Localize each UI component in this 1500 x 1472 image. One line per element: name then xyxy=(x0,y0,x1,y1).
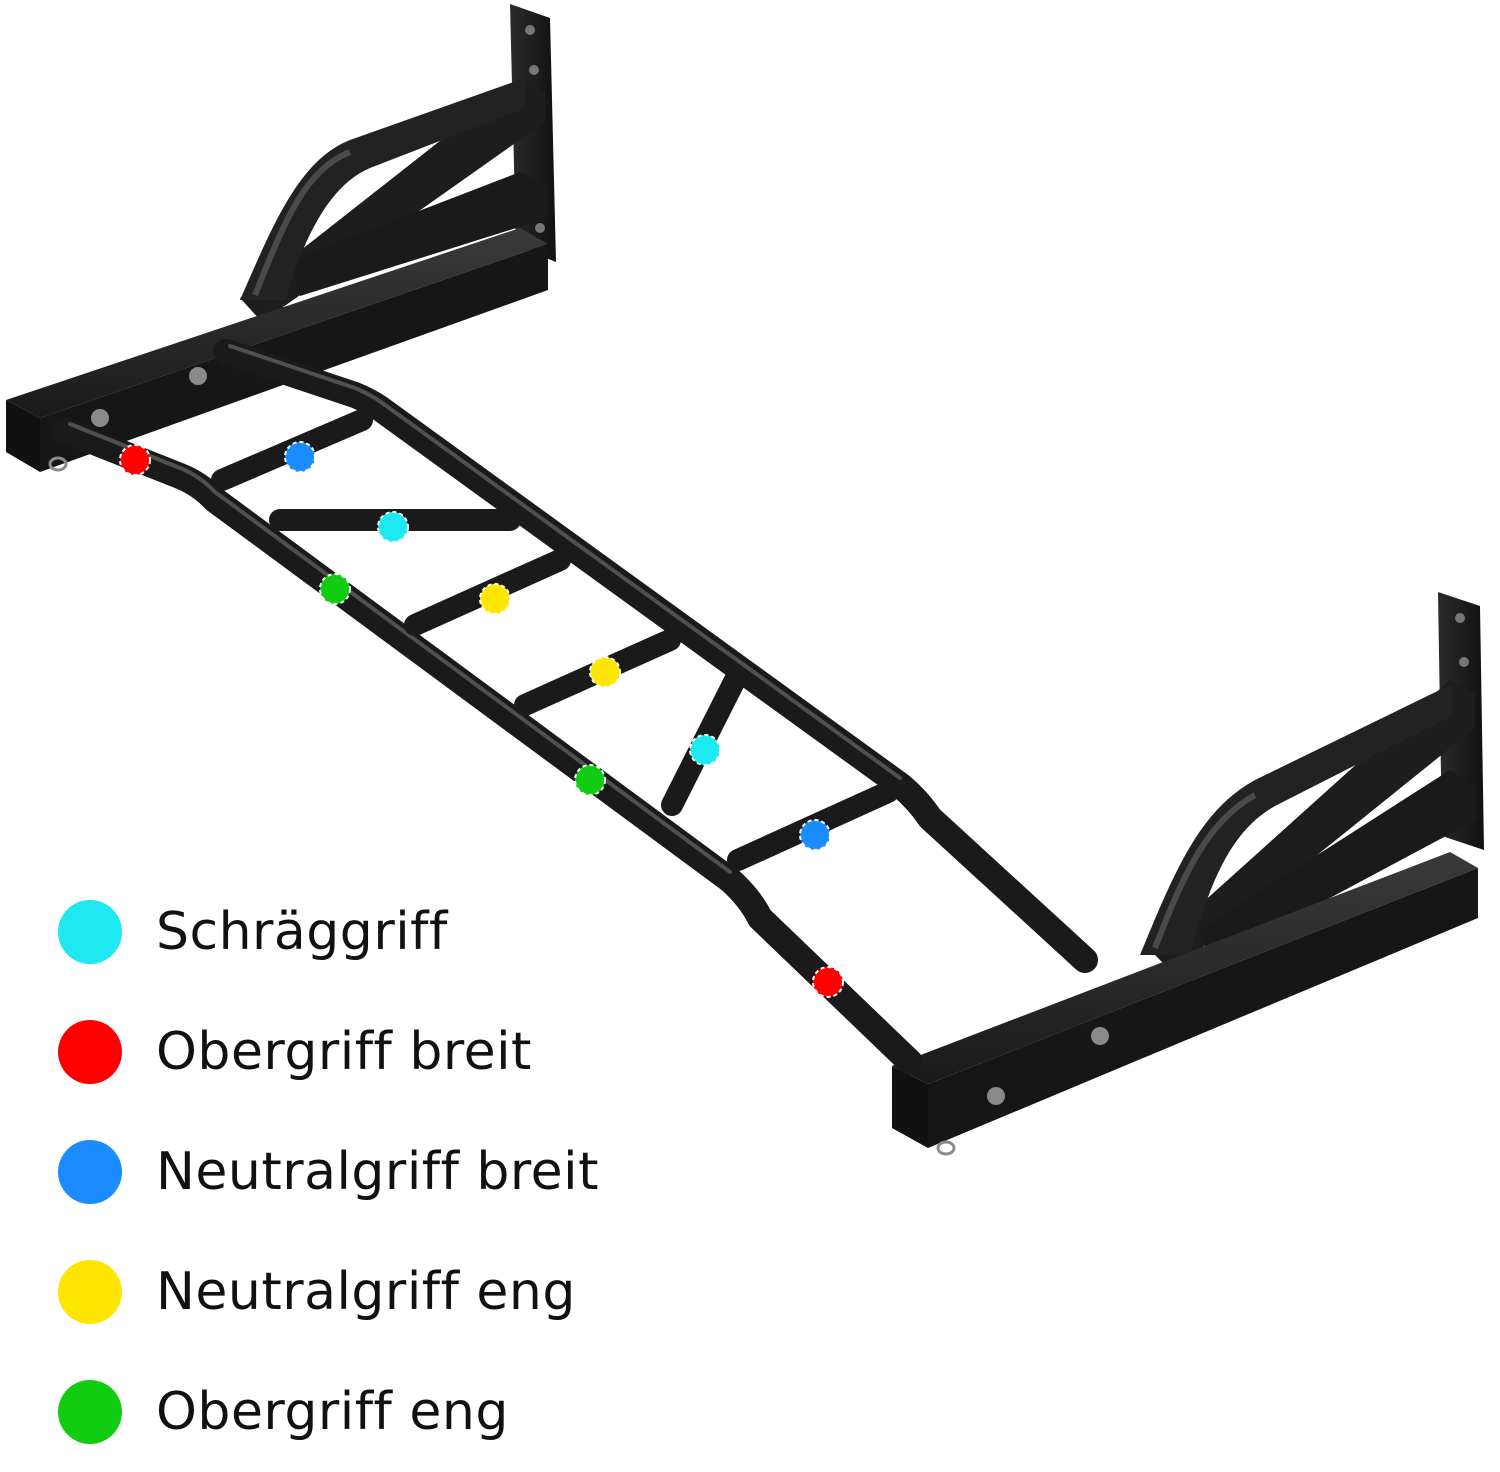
right-curved-gusset xyxy=(1140,684,1452,955)
right-bolt-1 xyxy=(987,1087,1005,1105)
right-plate-screw-mid xyxy=(1459,657,1469,667)
blue-dot-icon xyxy=(58,1140,122,1204)
left-bolt-nut xyxy=(48,456,68,472)
left-bolt-2 xyxy=(189,367,207,385)
left-plate-screw-bottom xyxy=(535,223,545,233)
grip-markers xyxy=(119,441,844,998)
grip-marker-blue-1 xyxy=(284,441,316,473)
right-wall-bracket xyxy=(892,592,1484,1156)
grip-marker-yellow-2 xyxy=(589,656,621,688)
right-main-beam-front xyxy=(892,1066,928,1148)
right-main-beam-side xyxy=(928,868,1478,1148)
cyan-dot-icon xyxy=(58,900,122,964)
lower-rail xyxy=(51,417,923,1075)
grip-marker-red-2 xyxy=(812,966,844,998)
legend-item-obergriff-eng: Obergriff eng xyxy=(58,1352,599,1472)
grip-marker-cyan-2 xyxy=(689,734,721,766)
grip-marker-blue-2 xyxy=(799,819,831,851)
grip-marker-yellow-1 xyxy=(479,583,511,615)
upper-rail-highlight xyxy=(228,344,902,780)
legend-label: Schräggriff xyxy=(156,902,448,962)
right-main-beam-top xyxy=(892,852,1478,1084)
left-lower-arm xyxy=(292,172,548,296)
grip-marker-cyan-1 xyxy=(377,511,409,543)
right-bolt-2 xyxy=(1091,1027,1109,1045)
lower-rail-highlight xyxy=(68,422,732,874)
left-curved-gusset-highlight xyxy=(252,149,352,297)
right-upper-arm xyxy=(1150,680,1475,972)
grip-marker-green-2 xyxy=(574,764,606,796)
legend-item-obergriff-breit: Obergriff breit xyxy=(58,992,599,1112)
left-curved-gusset xyxy=(240,78,525,300)
legend-label: Neutralgriff breit xyxy=(156,1142,599,1202)
left-main-beam-front xyxy=(6,400,40,472)
grip-marker-green-1 xyxy=(319,573,351,605)
left-main-beam-top xyxy=(6,228,548,418)
legend-item-schraeggriff: Schräggriff xyxy=(58,872,599,992)
legend-item-neutralgriff-breit: Neutralgriff breit xyxy=(58,1112,599,1232)
legend-label: Obergriff breit xyxy=(156,1022,532,1082)
legend-item-neutralgriff-eng: Neutralgriff eng xyxy=(58,1232,599,1352)
legend-label: Neutralgriff eng xyxy=(156,1262,576,1322)
grip-legend: Schräggriff Obergriff breit Neutralgriff… xyxy=(58,872,599,1472)
left-main-beam-side xyxy=(40,244,548,472)
right-bolt-nut xyxy=(936,1140,956,1156)
grip-marker-red-1 xyxy=(119,444,151,476)
right-lower-arm xyxy=(1200,770,1476,962)
left-wall-bracket xyxy=(6,4,556,472)
upper-rail xyxy=(213,339,1098,973)
red-dot-icon xyxy=(58,1020,122,1084)
right-plate-screw-top xyxy=(1455,613,1465,623)
left-bolt-1 xyxy=(91,409,109,427)
right-curved-gusset-highlight xyxy=(1152,792,1257,950)
yellow-dot-icon xyxy=(58,1260,122,1324)
ladder-frame xyxy=(51,339,1098,1075)
left-plate-screw-mid xyxy=(529,65,539,75)
legend-label: Obergriff eng xyxy=(156,1382,509,1442)
pull-up-bar-illustration xyxy=(6,4,1484,1156)
green-dot-icon xyxy=(58,1380,122,1444)
left-plate-screw-top xyxy=(525,25,535,35)
